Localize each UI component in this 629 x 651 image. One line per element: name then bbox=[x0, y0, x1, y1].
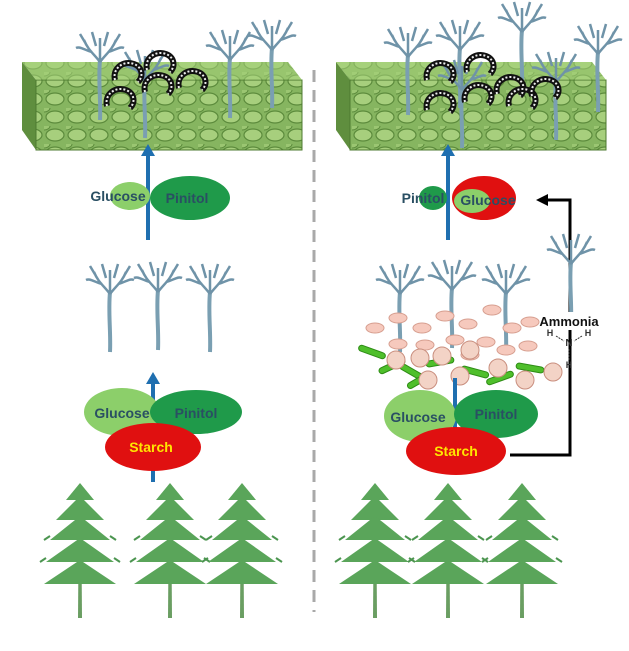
starch-label: Starch bbox=[434, 443, 478, 459]
microbe-sphere bbox=[488, 358, 508, 378]
microbe-oval bbox=[518, 340, 538, 352]
microbe-oval bbox=[435, 310, 455, 322]
fungi-row-right bbox=[374, 232, 597, 354]
starch-label: Starch bbox=[129, 439, 173, 455]
microbe-oval bbox=[496, 344, 516, 356]
ammonia-h-atom: H bbox=[585, 328, 592, 338]
ammonia-n-atom: N bbox=[565, 338, 572, 349]
microbe-sphere bbox=[432, 346, 452, 366]
ammonia-h-atom: H bbox=[566, 360, 573, 370]
sugar-pair-lower-left: Glucose Pinitol Starch bbox=[84, 388, 242, 471]
sugar-pair-lower-right: Glucose Pinitol Starch bbox=[384, 390, 538, 475]
microbe-sphere bbox=[386, 350, 406, 370]
left-panel: Glucose Pinitol Glucose Pinitol Starch bbox=[22, 18, 303, 619]
sugar-pair-upper-left: Glucose Pinitol bbox=[90, 176, 230, 220]
pinitol-ellipse bbox=[419, 186, 447, 210]
microbe-rod bbox=[515, 362, 545, 374]
microbe-oval bbox=[482, 304, 502, 316]
pinitol-label: Pinitol bbox=[475, 406, 518, 422]
pinitol-label: Pinitol bbox=[402, 190, 445, 206]
microbe-oval bbox=[412, 322, 432, 334]
pine-trees-left bbox=[39, 482, 283, 619]
microbe-oval bbox=[388, 312, 408, 324]
microbe-cloud bbox=[358, 304, 563, 390]
microbe-oval bbox=[476, 336, 496, 348]
pinitol-label: Pinitol bbox=[166, 190, 209, 206]
glucose-ellipse bbox=[454, 189, 490, 213]
fungi-row-left bbox=[84, 260, 236, 354]
microbe-oval bbox=[502, 322, 522, 334]
microbe-oval bbox=[458, 318, 478, 330]
starch-ellipse bbox=[105, 423, 201, 471]
pine-trees-right bbox=[334, 482, 563, 619]
sugar-pair-upper-right: Pinitol Glucose bbox=[402, 176, 516, 220]
ammonia-h-atom: H bbox=[547, 328, 554, 338]
pinitol-ellipse bbox=[150, 176, 230, 220]
microbe-rod bbox=[358, 344, 386, 360]
ammonia-label: Ammonia bbox=[539, 314, 599, 329]
starch-ellipse bbox=[406, 427, 506, 475]
leaf-block-right bbox=[336, 62, 607, 151]
microbe-sphere bbox=[410, 348, 430, 368]
glucose-label: Glucose bbox=[390, 409, 445, 425]
microbe-sphere bbox=[543, 362, 563, 382]
glucose-label: Glucose bbox=[94, 405, 149, 421]
microbe-sphere bbox=[515, 370, 535, 390]
microbe-oval bbox=[388, 338, 408, 350]
pinitol-ellipse bbox=[454, 390, 538, 438]
microbe-sphere bbox=[418, 370, 438, 390]
microbe-sphere bbox=[460, 340, 480, 360]
right-panel: Pinitol Glucose Ammonia N H H H bbox=[334, 0, 624, 619]
pinitol-ellipse bbox=[150, 390, 242, 434]
pinitol-label: Pinitol bbox=[175, 405, 218, 421]
microbe-oval bbox=[520, 316, 540, 328]
microbe-oval bbox=[415, 339, 435, 351]
microbe-oval bbox=[445, 334, 465, 346]
microbe-oval bbox=[365, 322, 385, 334]
glucose-label: Glucose bbox=[460, 192, 515, 208]
glucose-ellipse bbox=[110, 182, 150, 210]
glucose-label: Glucose bbox=[90, 188, 145, 204]
ammonia-molecule: Ammonia N H H H bbox=[532, 312, 606, 370]
